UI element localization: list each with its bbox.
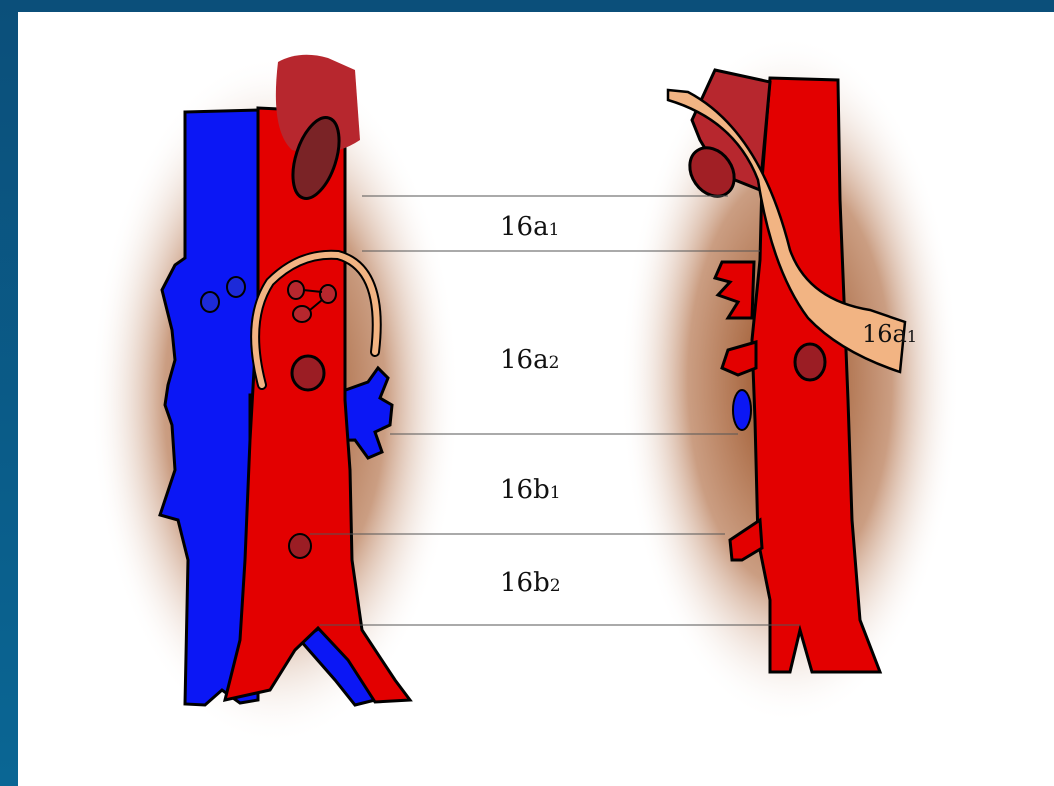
ima-orifice: [289, 534, 311, 558]
right-ima-oval: [795, 344, 825, 380]
label-16a1: 16a1: [500, 212, 559, 242]
smA-orifice: [292, 356, 324, 390]
right-vein-oval: [733, 390, 751, 430]
label-16a2: 16a2: [500, 345, 559, 375]
label-16b2: 16b2: [500, 568, 561, 598]
vein-orifice-1: [201, 292, 219, 312]
vein-orifice-2: [227, 277, 245, 297]
label-16b1: 16b1: [500, 475, 561, 505]
